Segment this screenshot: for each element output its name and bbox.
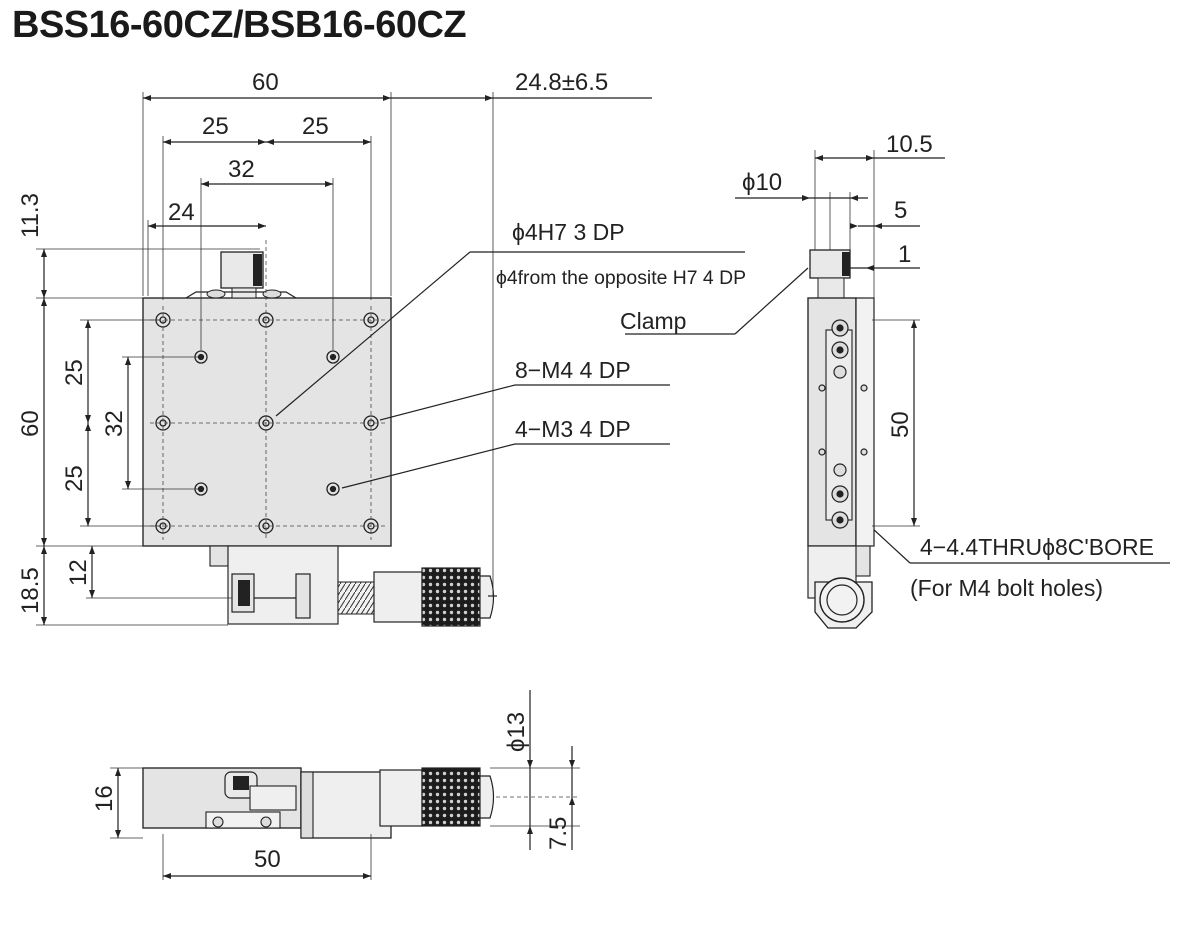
spring [337, 581, 375, 615]
callout-pin-hole: ϕ4H7 3 DP [512, 219, 625, 245]
m3-holes [194, 350, 340, 496]
dim-label-10-5: 10.5 [886, 131, 933, 158]
dim-label-7-5: 7.5 [545, 817, 572, 850]
dim-width-60 [142, 92, 392, 296]
callout-pin-hole-opposite: ϕ4from the opposite H7 4 DP [496, 268, 746, 289]
front-view: 16 50 ϕ13 7.5 [91, 690, 580, 880]
callouts: ϕ4H7 3 DP ϕ4from the opposite H7 4 DP 8−… [275, 219, 1170, 601]
dim-label-50-front: 50 [254, 846, 281, 873]
dim-label-16: 16 [91, 785, 118, 812]
micrometer-thimble-top [421, 567, 481, 627]
micrometer-thimble-front [421, 767, 481, 827]
callout-bolt-holes: 4−4.4THRUϕ8C'BORE [920, 534, 1154, 560]
callout-m3-taps: 4−M3 4 DP [515, 416, 631, 442]
dim-label-32-vertical: 32 [101, 410, 128, 437]
dim-label-5: 5 [894, 197, 907, 224]
dim-label-25-upper: 25 [61, 359, 88, 386]
dim-label-60-height: 60 [17, 410, 44, 437]
dim-label-12: 12 [65, 559, 92, 586]
dim-label-11-3: 11.3 [17, 193, 44, 238]
dim-travel [391, 92, 652, 596]
dim-label-50-side: 50 [887, 411, 914, 438]
dim-label-25-lower: 25 [61, 465, 88, 492]
page-title: BSS16-60CZ/BSB16-60CZ [12, 4, 467, 46]
side-view: 10.5 ϕ10 5 1 50 [735, 131, 945, 629]
dim-label-32-horizontal: 32 [228, 156, 255, 183]
dim-label-25-left: 25 [202, 113, 229, 140]
callout-clamp: Clamp [620, 308, 686, 334]
dim-label-25-right: 25 [302, 113, 329, 140]
callout-bolt-holes-note: (For M4 bolt holes) [910, 575, 1103, 601]
top-view: 60 24.8±6.5 25 25 32 24 11.3 [17, 69, 652, 627]
dim-label-24: 24 [168, 199, 195, 226]
callout-m4-taps: 8−M4 4 DP [515, 357, 631, 383]
dim-label-phi10: ϕ10 [742, 169, 782, 196]
dim-label-18-5: 18.5 [17, 567, 44, 614]
dim-label-60-width: 60 [252, 69, 279, 96]
dim-label-travel: 24.8±6.5 [515, 69, 608, 96]
dim-label-1: 1 [898, 241, 911, 268]
dim-label-phi13: ϕ13 [503, 712, 530, 752]
